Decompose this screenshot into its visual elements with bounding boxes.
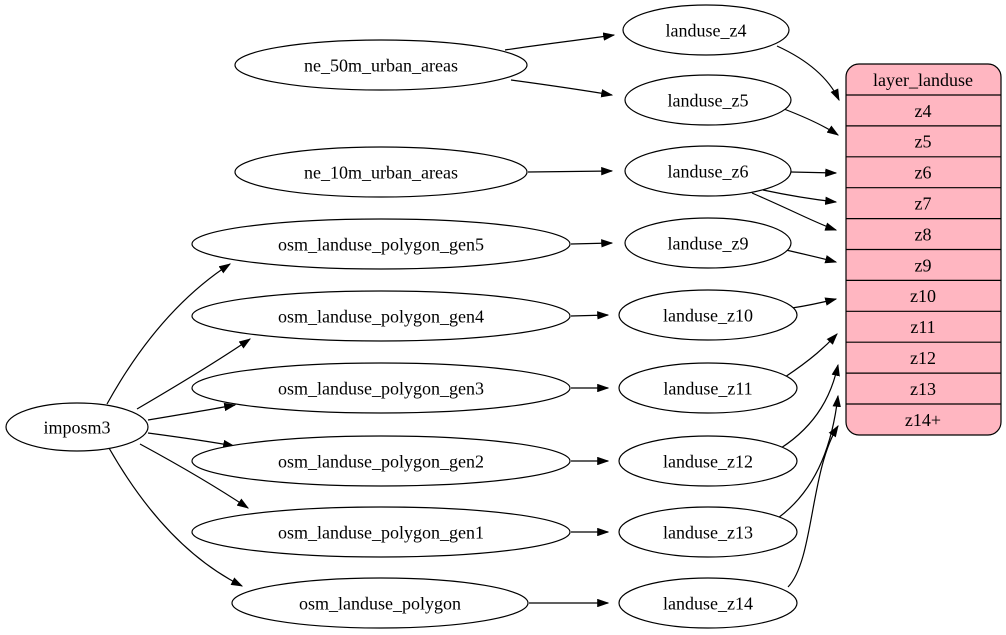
edge-imposm3-to-osm-landuse-polygon-gen5 (106, 263, 232, 405)
record-title: layer_landuse (873, 70, 973, 90)
edge-landuse-z4-to-row-z4 (776, 45, 840, 102)
node-landuse-z10-shape (618, 289, 798, 341)
edge-landuse-z10-to-row-z10 (791, 297, 838, 309)
node-ne-10m-urban-areas-shape (234, 146, 528, 198)
edge-imposm3-to-osm-landuse-polygon-gen4 (136, 338, 251, 410)
node-landuse-z4: landuse_z4 (622, 4, 790, 56)
record-row-z9: z9 (915, 255, 932, 275)
node-imposm3: imposm3 (5, 402, 149, 452)
node-landuse-z5-label: landuse_z5 (668, 90, 749, 110)
node-landuse-z6: landuse_z6 (624, 145, 792, 197)
node-ne-10m-urban-areas: ne_10m_urban_areas (234, 146, 528, 198)
edge-osm-landuse-polygon-gen5-to-landuse-z9 (570, 239, 614, 248)
node-osm-landuse-polygon-gen1: osm_landuse_polygon_gen1 (191, 506, 571, 558)
node-osm-landuse-polygon-gen3-label: osm_landuse_polygon_gen3 (278, 378, 484, 398)
node-osm-landuse-polygon-label: osm_landuse_polygon (299, 593, 461, 613)
node-osm-landuse-polygon-gen2: osm_landuse_polygon_gen2 (191, 435, 571, 487)
node-ne-50m-urban-areas-shape (234, 39, 528, 91)
record-row-z14plus: z14+ (905, 410, 941, 430)
edge-ne-50m-urban-areas-to-landuse-z4 (504, 32, 616, 51)
record-layer-landuse: layer_landuse z4 z5 z6 z7 z8 z9 z10 z11 … (845, 63, 1002, 436)
node-landuse-z12-shape (618, 435, 798, 487)
record-row-z8: z8 (915, 224, 932, 244)
node-landuse-z13-shape (618, 506, 798, 558)
record-row-z10: z10 (910, 286, 936, 306)
node-osm-landuse-polygon-gen5-shape (191, 218, 571, 270)
node-osm-landuse-polygon-gen5: osm_landuse_polygon_gen5 (191, 218, 571, 270)
node-landuse-z14: landuse_z14 (618, 577, 798, 629)
record-row-z4: z4 (915, 101, 932, 121)
edge-imposm3-to-osm-landuse-polygon-gen3 (147, 402, 237, 421)
record-row-z7: z7 (915, 194, 932, 214)
node-landuse-z11-shape (618, 362, 798, 414)
node-landuse-z12: landuse_z12 (618, 435, 798, 487)
node-landuse-z5: landuse_z5 (624, 74, 792, 126)
record-row-z6: z6 (915, 163, 932, 183)
edge-imposm3-to-osm-landuse-polygon-gen2 (147, 432, 236, 449)
edge-imposm3-to-osm-landuse-polygon (108, 447, 244, 587)
node-ne-50m-urban-areas-label: ne_50m_urban_areas (304, 55, 458, 75)
node-landuse-z6-shape (624, 145, 792, 197)
node-landuse-z14-label: landuse_z14 (663, 593, 753, 613)
node-landuse-z10: landuse_z10 (618, 289, 798, 341)
node-landuse-z6-label: landuse_z6 (668, 161, 749, 181)
edge-landuse-z13-to-row-z13 (777, 394, 841, 519)
node-ne-10m-urban-areas-label: ne_10m_urban_areas (304, 162, 458, 182)
edge-landuse-z5-to-row-z5 (783, 108, 839, 136)
node-osm-landuse-polygon-shape (231, 577, 529, 629)
edge-landuse-z14-to-row-z14plus (787, 424, 839, 588)
node-landuse-z9-shape (624, 217, 792, 269)
node-landuse-z10-label: landuse_z10 (663, 305, 753, 325)
record-row-z13: z13 (910, 379, 936, 399)
node-osm-landuse-polygon-gen5-label: osm_landuse_polygon_gen5 (278, 234, 484, 254)
node-osm-landuse-polygon-gen1-shape (191, 506, 571, 558)
edge-landuse-z11-to-row-z11 (784, 333, 838, 378)
node-landuse-z9: landuse_z9 (624, 217, 792, 269)
edge-imposm3-to-osm-landuse-polygon-gen1 (139, 443, 249, 509)
nodes-layer: imposm3 ne_50m_urban_areas ne_10m_urban_… (5, 4, 798, 629)
node-landuse-z11-label: landuse_z11 (663, 378, 752, 398)
node-landuse-z13: landuse_z13 (618, 506, 798, 558)
record-row-z11: z11 (910, 317, 935, 337)
edge-landuse-z6-to-row-z7 (762, 189, 838, 205)
edges-layer (106, 32, 841, 608)
node-landuse-z4-label: landuse_z4 (666, 20, 747, 40)
node-osm-landuse-polygon-gen4-shape (191, 290, 571, 342)
node-landuse-z5-shape (624, 74, 792, 126)
edge-landuse-z12-to-row-z12 (780, 363, 840, 449)
node-landuse-z4-shape (622, 4, 790, 56)
edge-ne-10m-urban-areas-to-landuse-z6 (527, 166, 614, 176)
node-imposm3-label: imposm3 (43, 417, 110, 437)
edge-landuse-z6-to-row-z8 (751, 192, 838, 231)
node-ne-50m-urban-areas: ne_50m_urban_areas (234, 39, 528, 91)
node-osm-landuse-polygon-gen3-shape (191, 362, 571, 414)
record-row-z5: z5 (915, 132, 932, 152)
node-landuse-z13-label: landuse_z13 (663, 522, 753, 542)
record-row-z12: z12 (910, 348, 936, 368)
node-landuse-z14-shape (618, 577, 798, 629)
node-osm-landuse-polygon-gen2-label: osm_landuse_polygon_gen2 (278, 451, 484, 471)
node-osm-landuse-polygon-gen1-label: osm_landuse_polygon_gen1 (278, 522, 484, 542)
edge-osm-landuse-polygon-gen4-to-landuse-z10 (570, 311, 610, 320)
node-landuse-z9-label: landuse_z9 (668, 233, 749, 253)
node-osm-landuse-polygon-gen3: osm_landuse_polygon_gen3 (191, 362, 571, 414)
node-imposm3-shape (5, 402, 149, 452)
node-osm-landuse-polygon: osm_landuse_polygon (231, 577, 529, 629)
edge-landuse-z6-to-row-z6 (790, 168, 838, 177)
node-osm-landuse-polygon-gen4: osm_landuse_polygon_gen4 (191, 290, 571, 342)
edge-landuse-z9-to-row-z9 (785, 249, 838, 264)
node-landuse-z12-label: landuse_z12 (663, 451, 753, 471)
node-landuse-z11: landuse_z11 (618, 362, 798, 414)
node-osm-landuse-polygon-gen2-shape (191, 435, 571, 487)
edge-ne-50m-urban-areas-to-landuse-z5 (510, 79, 614, 98)
node-osm-landuse-polygon-gen4-label: osm_landuse_polygon_gen4 (278, 306, 484, 326)
